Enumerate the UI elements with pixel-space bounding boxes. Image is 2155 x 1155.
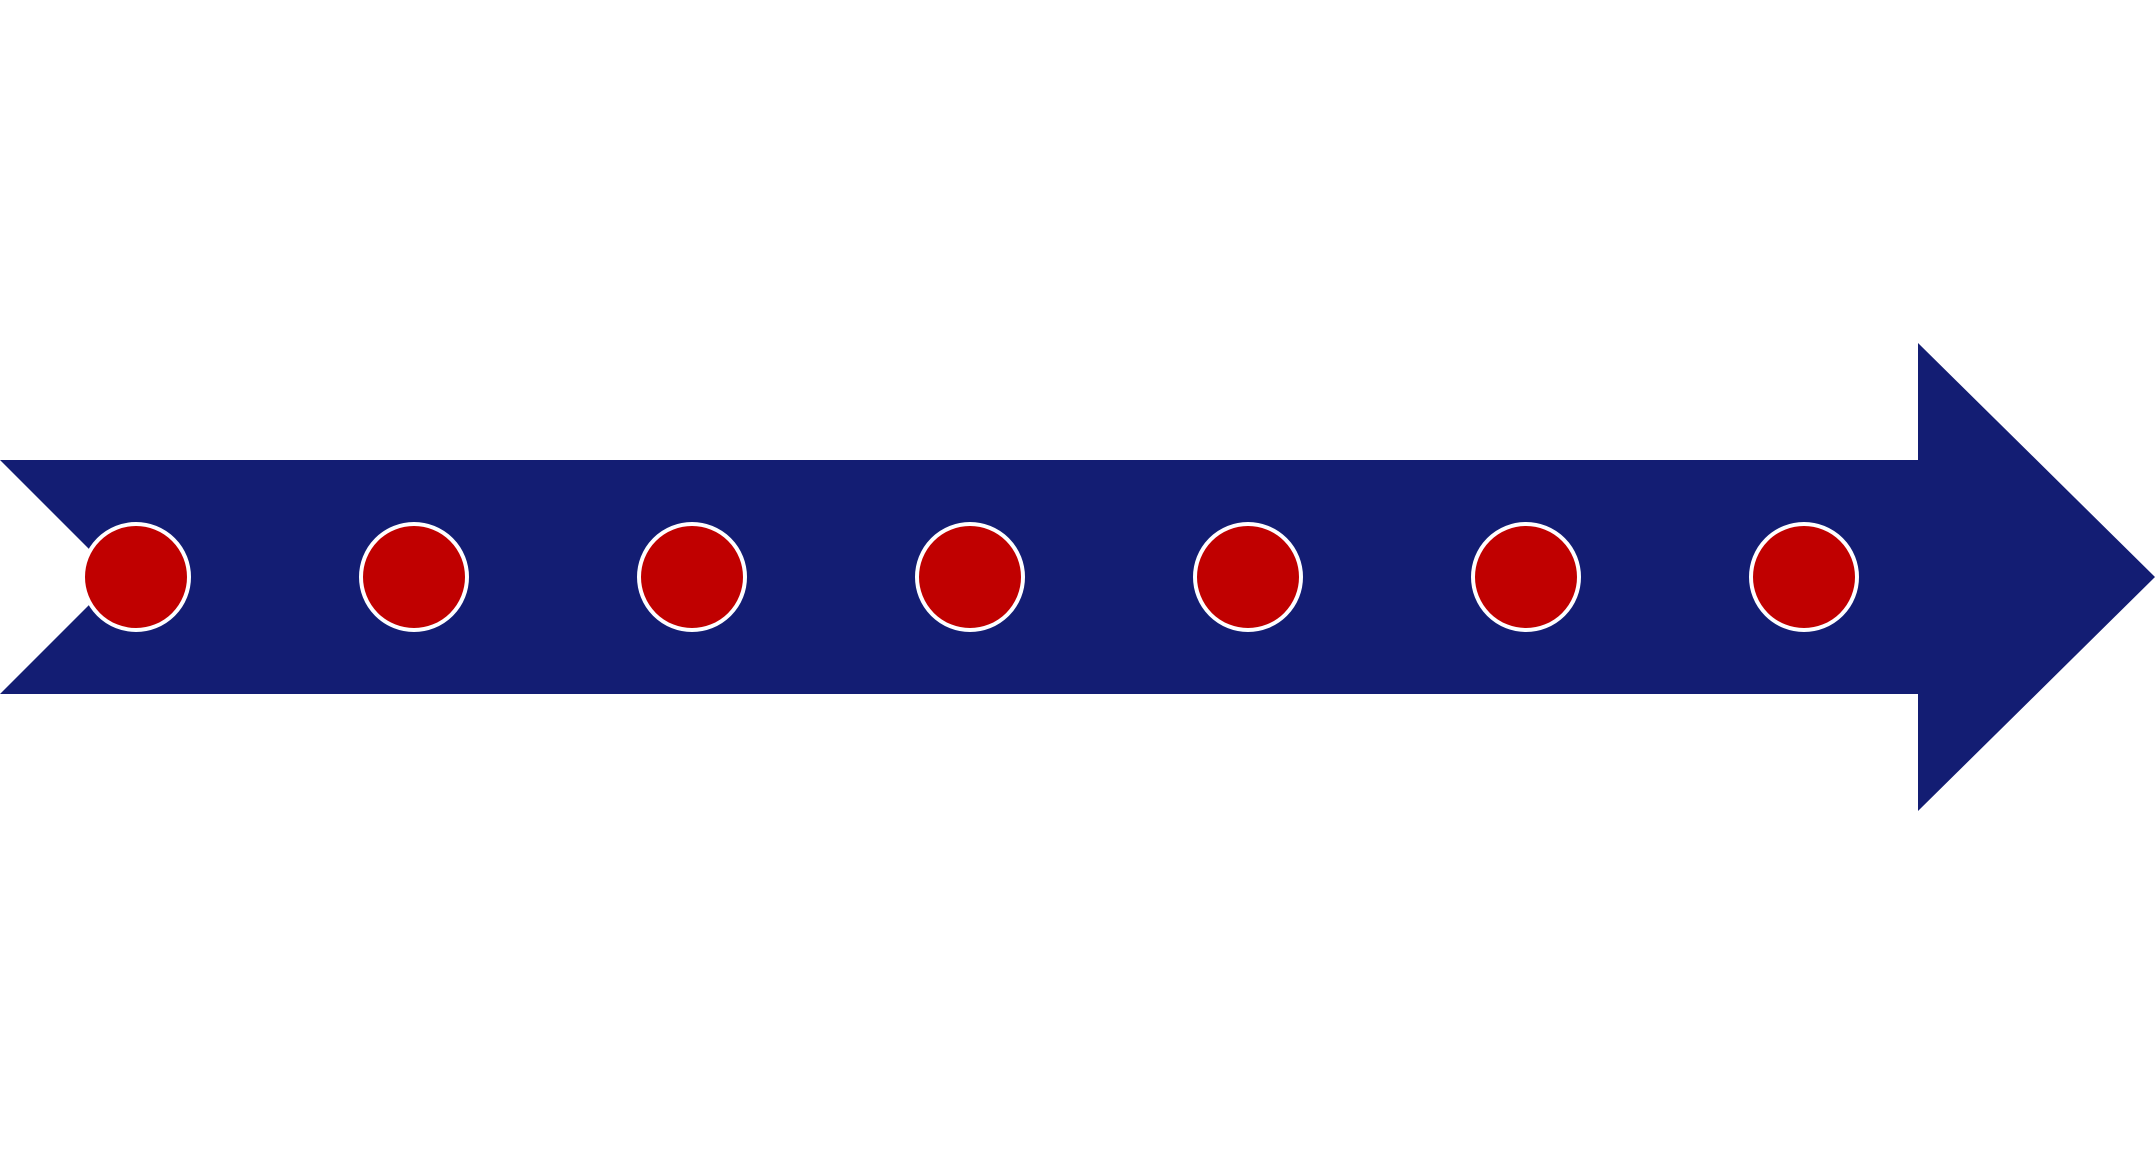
milestone-circle-5 — [1193, 522, 1303, 632]
milestone-circle-1 — [81, 522, 191, 632]
milestone-circle-2 — [359, 522, 469, 632]
milestone-circle-3 — [637, 522, 747, 632]
milestone-circle-6 — [1471, 522, 1581, 632]
milestone-circle-7 — [1749, 522, 1859, 632]
arrow-shape — [0, 343, 2155, 811]
milestone-circle-4 — [915, 522, 1025, 632]
milestones — [81, 522, 1859, 632]
